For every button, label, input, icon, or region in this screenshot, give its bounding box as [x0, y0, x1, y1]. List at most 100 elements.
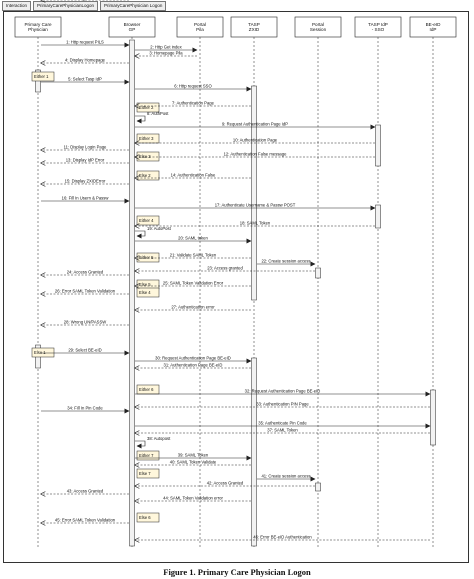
fragment-box: [136, 468, 160, 479]
message-label: 1: Http request PILS: [66, 40, 104, 45]
message-label: 34: Fill In Pin Code: [67, 406, 103, 411]
fragment-label: Else 7: [139, 471, 151, 476]
fragment-label: Either 6: [139, 387, 154, 392]
lifeline-head: [108, 16, 156, 38]
fragment-label: Else 3: [139, 154, 151, 159]
message-label: 23: Access granted: [207, 266, 243, 271]
message-label: 18: SAML Token: [240, 221, 271, 226]
fragment-label: Either 2: [139, 105, 154, 110]
fragment-box: [136, 512, 160, 523]
message-label: 10: Authentication Page: [233, 138, 278, 143]
message-label: 11: Display Login Page: [64, 145, 107, 150]
activation-bar: [430, 389, 436, 446]
message-label: 19: AutoPost: [147, 226, 172, 231]
message-label: 3: Homepage Pila: [149, 51, 183, 56]
message-label: 27: Authentication error: [171, 305, 215, 310]
message-label: 28: Wrong UN/PASSW: [64, 320, 106, 325]
message-label: 26: Error SAML Token Validation: [55, 289, 116, 294]
message-label: 7: Authentication Page: [172, 101, 215, 106]
message-label: 8: AuthPost: [147, 111, 169, 116]
message-label: 14: Authentication False: [171, 173, 216, 178]
fragment-box: [136, 133, 160, 144]
tab-interaction[interactable]: Interaction: [2, 1, 32, 11]
message-label: 16: Fill In Usern & Passw: [62, 196, 110, 201]
fragment-label: Else 2: [139, 173, 151, 178]
fragment-label: Either 4: [139, 218, 154, 223]
message-label: 12: Authentication False message: [224, 152, 288, 157]
message-label: 4: Display Homepage: [65, 58, 106, 63]
tab-primary-care-physician-logon[interactable]: PrimaryCarePhysician Logon: [100, 1, 167, 11]
message-label: 17: Authenticate Username & Passw POST: [215, 203, 296, 208]
lifeline-head: [176, 16, 224, 38]
message-label: 9: Request Authentication Page IdP: [222, 122, 288, 127]
message-label: 24: Access Granted: [67, 270, 104, 275]
lifeline-head: [230, 16, 278, 38]
figure-caption: Figure 1. Primary Care Physician Logon: [163, 567, 311, 577]
message-label: 29: Select BE-eID: [68, 348, 101, 353]
fragment-box: [136, 287, 160, 298]
message-label: 44: SAML Token Validation error: [163, 496, 223, 501]
fragment-box: [136, 450, 160, 461]
activation-bar: [129, 39, 135, 547]
message-label: 41: Create session access: [261, 474, 310, 479]
activation-bar: [251, 357, 257, 547]
message-label: 38: Autopost: [147, 436, 171, 441]
message-label: 20: SAML token: [178, 236, 208, 241]
activation-bar: [315, 482, 321, 492]
activation-bar: [251, 85, 257, 301]
lifeline-label: TASP IdP- SSO: [368, 22, 388, 32]
message-label: 45: Error SAML Token Validation: [55, 518, 116, 523]
message-label: 40: SAML Token Validate: [170, 460, 217, 465]
diagram-frame: [3, 11, 469, 563]
fragment-box: [136, 215, 160, 226]
lifeline-head: [294, 16, 342, 38]
message-label: 5: Select Tasp IdP: [68, 77, 102, 82]
fragment-label: Either 7: [139, 453, 154, 458]
fragment-label: Either 3: [139, 136, 154, 141]
message-label: 13: Display IdP Error: [66, 158, 105, 163]
lifeline-head: [14, 16, 62, 38]
tab-primary-care-logon[interactable]: PrimaryCarePhysicianLogon: [33, 1, 99, 11]
self-message-arrow: [135, 440, 146, 449]
message-label: 37: SAML Token: [267, 428, 298, 433]
fragment-box: [31, 71, 55, 82]
fragment-label: Either 1: [34, 74, 49, 79]
activation-bar: [315, 267, 321, 279]
message-label: 47: Wrong PIN Code: [66, 0, 105, 1]
self-message-arrow: [135, 115, 146, 124]
message-label: 32: Request Authentication Page BE-eID: [245, 389, 321, 394]
message-label: 6: Http request SSO: [174, 84, 212, 89]
fragment-label: Else 1: [34, 350, 46, 355]
message-label: 21: Validate SAML Token: [170, 253, 217, 258]
message-label: 35: Authenticate Pin Code: [258, 421, 307, 426]
message-label: 2: Http Get index: [150, 45, 182, 50]
message-label: 30: Request Authentication Page BE-eID: [155, 356, 231, 361]
message-label: 42: Access Granted: [207, 481, 244, 486]
fragment-box: [31, 347, 55, 358]
message-label: 33: Authentication PIN Page: [256, 402, 309, 407]
message-label: 46: Error BE-eID Authentication: [253, 535, 312, 540]
fragment-label: Else 6: [139, 515, 151, 520]
message-label: 22: Create session access: [261, 259, 310, 264]
activation-bar: [375, 204, 381, 229]
fragment-label: Else 4: [139, 290, 151, 295]
message-label: 31: Authentication Page BE-eID: [164, 363, 223, 368]
message-label: 39: SAML Token: [178, 453, 209, 458]
activation-bar: [375, 124, 381, 167]
lifeline-head: [409, 16, 457, 38]
message-label: 25: SAML Token Validation Error: [163, 281, 224, 286]
fragment-label: Else 5: [139, 282, 151, 287]
lifeline-head: [354, 16, 402, 38]
message-label: 15: Display ZXIDError: [65, 179, 106, 184]
self-message-arrow: [135, 230, 146, 239]
message-label: 43: Access Granted: [67, 489, 104, 494]
tab-bar: Interaction PrimaryCarePhysicianLogon Pr…: [2, 1, 167, 11]
